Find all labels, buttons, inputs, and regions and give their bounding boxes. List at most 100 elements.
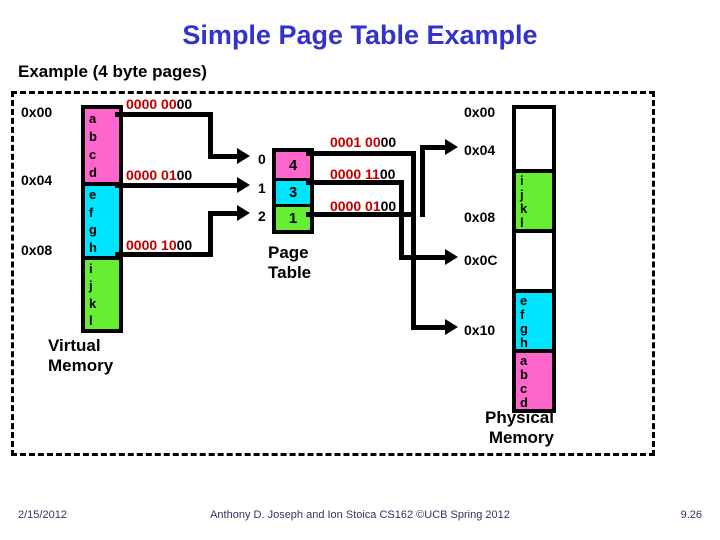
pm-block-frame3: e f g h bbox=[516, 289, 552, 349]
pm-cell: g bbox=[520, 320, 528, 336]
pt-connector-0-arrow bbox=[445, 319, 458, 335]
physical-memory-column: i j k l e f g h a b c d bbox=[512, 105, 556, 413]
pm-cell: h bbox=[520, 334, 528, 350]
vm-cell: f bbox=[89, 204, 94, 220]
physical-memory-caption-line2: Memory bbox=[488, 427, 554, 447]
pm-cell: j bbox=[520, 186, 524, 202]
pm-cell: k bbox=[520, 200, 528, 216]
pt-connector-0-seg-h1 bbox=[306, 151, 416, 156]
vm-cell: e bbox=[89, 187, 97, 203]
virtual-memory-column: a b c d e f g h i j k l bbox=[81, 105, 123, 333]
pt-connector-2-seg-h2 bbox=[420, 145, 446, 150]
page-table-box: 4 3 1 bbox=[272, 148, 314, 234]
vm-cell: l bbox=[89, 312, 93, 328]
pt-binary-low-0: 00 bbox=[380, 134, 397, 150]
pm-cell: b bbox=[520, 366, 528, 382]
pt-binary-low-1: 00 bbox=[379, 166, 396, 182]
vm-connector-2-seg-h1 bbox=[115, 252, 213, 257]
vm-block-page0: a b c d bbox=[85, 109, 119, 182]
footer-date: 2/15/2012 bbox=[18, 509, 67, 521]
pt-binary-label-0: 0001 0000 bbox=[330, 134, 396, 150]
page-table-entry-0: 4 bbox=[276, 152, 310, 178]
pt-connector-1-seg-h1 bbox=[306, 180, 404, 185]
pm-block-frame0 bbox=[516, 109, 552, 169]
pt-binary-label-2: 0000 0100 bbox=[330, 198, 396, 214]
physical-memory-caption-line1: Physical bbox=[485, 408, 554, 427]
slide-subtitle: Example (4 byte pages) bbox=[18, 62, 207, 81]
vm-cell: k bbox=[89, 295, 97, 311]
vm-binary-high-2: 0000 10 bbox=[126, 237, 177, 253]
page-table-entry-1: 3 bbox=[276, 178, 310, 204]
pt-connector-0-seg-h2 bbox=[411, 325, 446, 330]
vm-cell: b bbox=[89, 128, 97, 144]
vm-connector-0-seg-v bbox=[208, 112, 213, 159]
pm-cell: i bbox=[520, 172, 524, 188]
vm-binary-low-0: 00 bbox=[176, 96, 193, 112]
pm-address-0x08: 0x08 bbox=[464, 209, 496, 225]
vm-cell: c bbox=[89, 147, 97, 163]
pt-connector-1-seg-h2 bbox=[399, 255, 446, 260]
vm-binary-high-0: 0000 00 bbox=[126, 96, 177, 112]
pt-binary-label-1: 0000 1100 bbox=[330, 166, 395, 182]
page-title: Simple Page Table Example bbox=[182, 20, 538, 50]
vm-connector-1-arrow bbox=[237, 177, 250, 193]
physical-memory-caption: Physical Memory bbox=[485, 408, 554, 447]
vm-cell: i bbox=[89, 261, 93, 277]
pt-connector-2-arrow bbox=[445, 139, 458, 155]
vm-connector-0-seg-h2 bbox=[208, 154, 238, 159]
page-table-index-2: 2 bbox=[258, 208, 266, 224]
pm-cell: d bbox=[520, 394, 528, 410]
page-table-index-1: 1 bbox=[258, 180, 266, 196]
pm-cell: l bbox=[520, 214, 524, 230]
vm-connector-1-seg-h bbox=[115, 183, 238, 188]
virtual-memory-caption: Virtual Memory bbox=[48, 336, 113, 375]
pm-cell: c bbox=[520, 380, 528, 396]
pm-address-0x10: 0x10 bbox=[464, 322, 496, 338]
vm-binary-label-2: 0000 1000 bbox=[126, 237, 192, 253]
page-table-caption-line1: Page bbox=[268, 243, 309, 262]
page-table-caption-line2: Table bbox=[268, 262, 312, 282]
vm-connector-0-arrow bbox=[237, 148, 250, 164]
diagram-dashed-border bbox=[11, 91, 655, 456]
footer-credit: Anthony D. Joseph and Ion Stoica CS162 ©… bbox=[210, 509, 510, 521]
page-table-entry-2: 1 bbox=[276, 204, 310, 230]
footer-page-number: 9.26 bbox=[680, 509, 702, 521]
pt-connector-0-seg-v bbox=[411, 151, 416, 330]
vm-binary-low-1: 00 bbox=[176, 167, 193, 183]
vm-address-0x08: 0x08 bbox=[21, 242, 53, 258]
pm-address-0x04: 0x04 bbox=[464, 142, 496, 158]
vm-binary-label-1: 0000 0100 bbox=[126, 167, 192, 183]
pt-connector-2-seg-h1 bbox=[306, 212, 416, 217]
pt-binary-high-1: 0000 11 bbox=[330, 166, 380, 182]
vm-address-0x00: 0x00 bbox=[21, 104, 53, 120]
virtual-memory-caption-line2: Memory bbox=[48, 355, 114, 375]
pm-address-0x0C: 0x0C bbox=[464, 252, 498, 268]
vm-binary-high-1: 0000 01 bbox=[126, 167, 177, 183]
pt-connector-1-seg-v bbox=[399, 180, 404, 260]
pm-block-frame1: i j k l bbox=[516, 169, 552, 229]
vm-address-0x04: 0x04 bbox=[21, 172, 53, 188]
vm-connector-2-seg-v bbox=[208, 211, 213, 257]
page-table-index-0: 0 bbox=[258, 151, 266, 167]
pm-cell: e bbox=[520, 292, 528, 308]
vm-cell: h bbox=[89, 239, 97, 255]
vm-cell: g bbox=[89, 222, 97, 238]
pm-cell: f bbox=[520, 306, 525, 322]
vm-cell: d bbox=[89, 165, 97, 181]
pm-address-0x00: 0x00 bbox=[464, 104, 496, 120]
vm-binary-low-2: 00 bbox=[176, 237, 193, 253]
vm-cell: j bbox=[89, 278, 93, 294]
vm-cell: a bbox=[89, 110, 97, 126]
pt-connector-1-arrow bbox=[445, 249, 458, 265]
vm-block-page2: i j k l bbox=[85, 256, 119, 329]
pt-connector-2-seg-v bbox=[420, 145, 425, 217]
pm-cell: a bbox=[520, 352, 528, 368]
vm-connector-2-arrow bbox=[237, 205, 250, 221]
virtual-memory-caption-line1: Virtual bbox=[48, 336, 101, 355]
vm-block-page1: e f g h bbox=[85, 182, 119, 256]
pm-block-frame4: a b c d bbox=[516, 349, 552, 409]
vm-connector-2-seg-h2 bbox=[208, 211, 238, 216]
pt-binary-high-0: 0001 00 bbox=[330, 134, 381, 150]
pt-binary-high-2: 0000 01 bbox=[330, 198, 381, 214]
